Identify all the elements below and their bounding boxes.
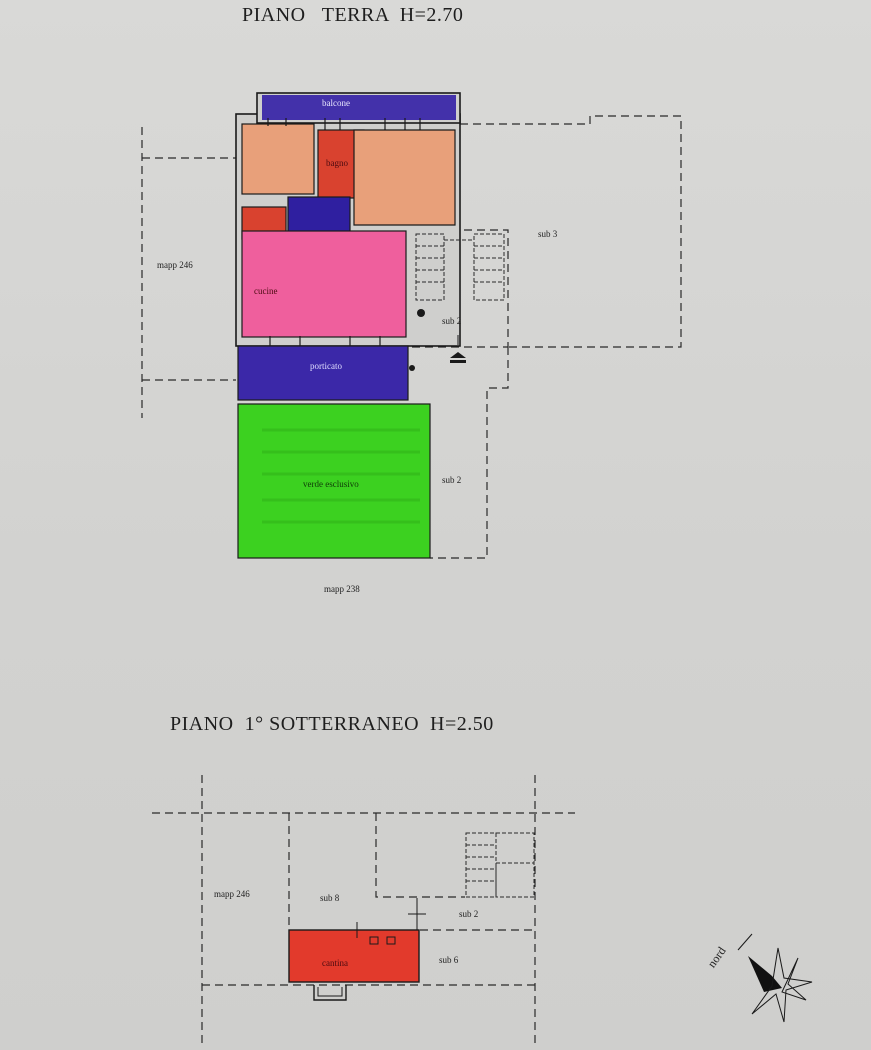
label-bagno: bagno <box>326 158 348 168</box>
label-mapp-246-basement: mapp 246 <box>214 889 250 899</box>
label-cucina: cucine <box>254 286 278 296</box>
room-balcone <box>262 95 456 120</box>
label-sub-3: sub 3 <box>538 229 558 239</box>
label-porticato: porticato <box>310 361 342 371</box>
compass-rose <box>737 933 813 1023</box>
label-sub-6: sub 6 <box>439 955 459 965</box>
room-porticato <box>237 345 409 401</box>
label-sub-2-lower: sub 2 <box>442 475 462 485</box>
room-cucina <box>241 230 407 338</box>
label-verde-esclusivo: verde esclusivo <box>303 479 359 489</box>
label-mapp-246-ground: mapp 246 <box>157 260 193 270</box>
label-cantina: cantina <box>322 958 348 968</box>
label-sub-8: sub 8 <box>320 893 340 903</box>
label-sub-2-basement: sub 2 <box>459 909 479 919</box>
ground-floor-title: PIANO TERRA H=2.70 <box>242 4 464 26</box>
basement-title: PIANO 1° SOTTERRANEO H=2.50 <box>170 713 494 735</box>
label-sub-2-upper: sub 2 <box>442 316 462 326</box>
label-balcone: balcone <box>322 98 350 108</box>
room-camera-right <box>353 129 456 226</box>
label-mapp-238: mapp 238 <box>324 584 360 594</box>
room-cantina <box>288 929 420 983</box>
room-camera-left <box>241 123 315 195</box>
